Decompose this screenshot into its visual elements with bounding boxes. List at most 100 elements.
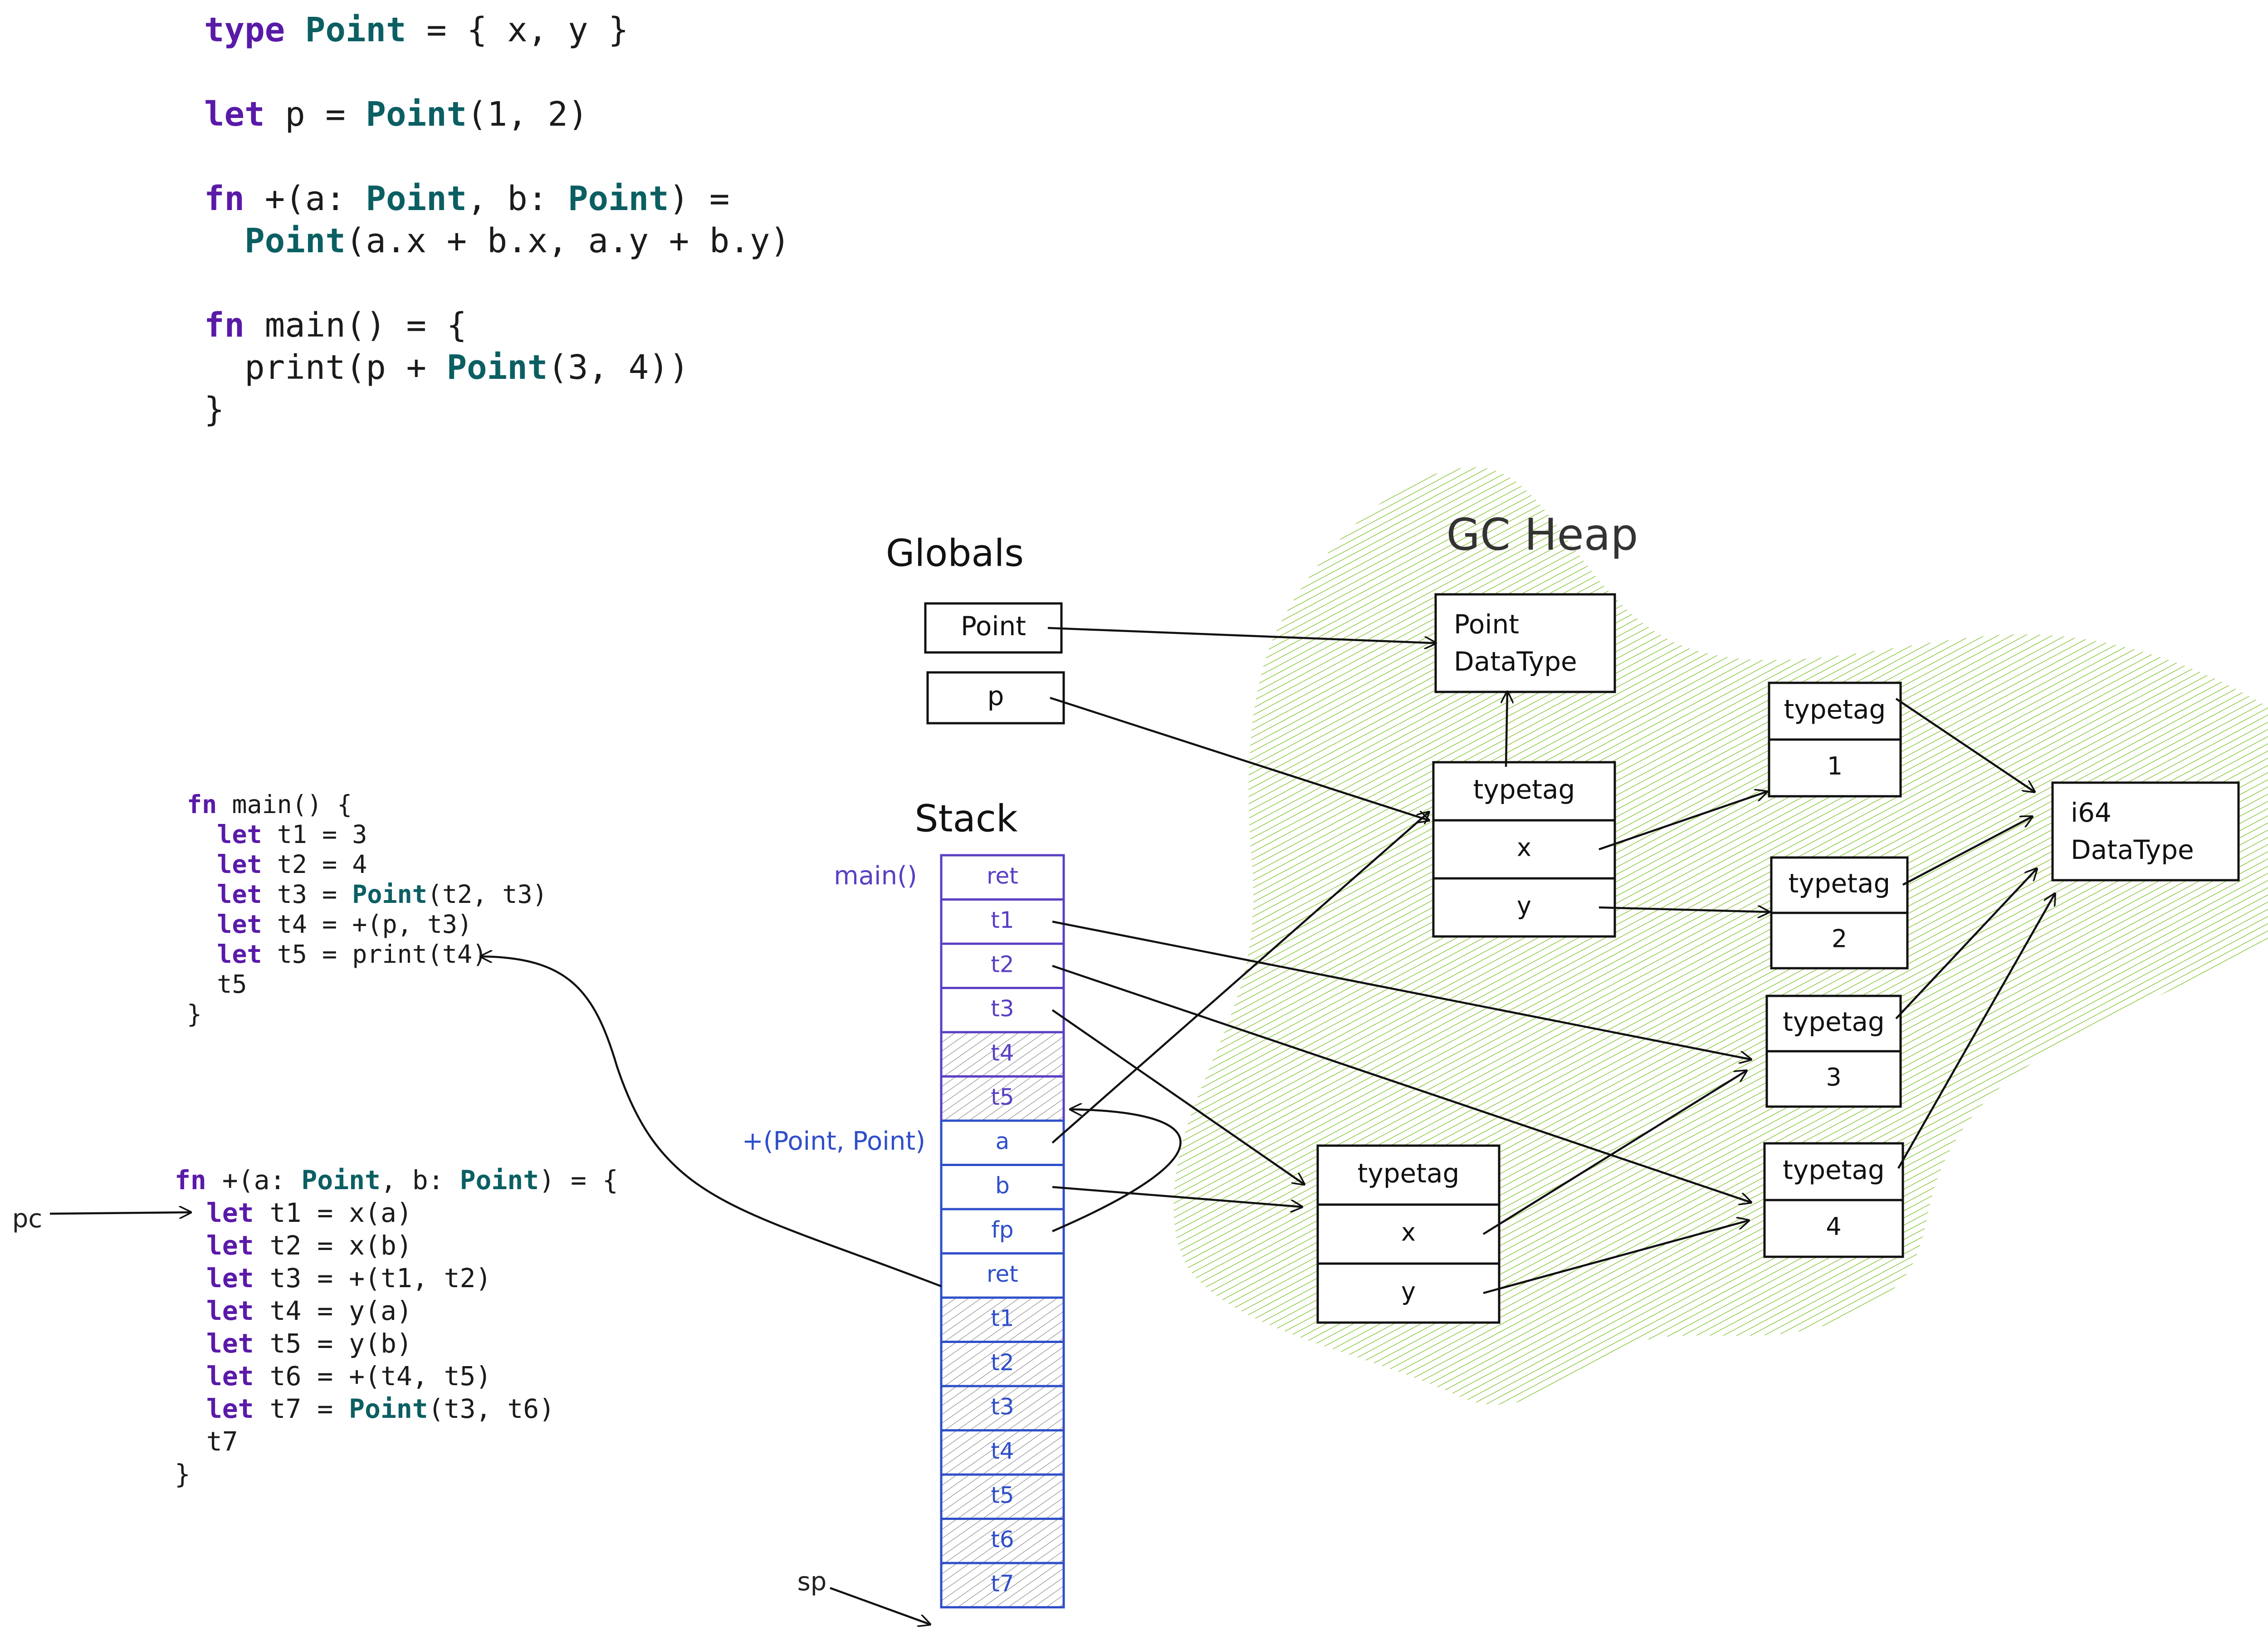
stack-slot-plus-b: b: [940, 1164, 1065, 1211]
code-text: t3 = +(t1, t2): [254, 1263, 492, 1294]
global-slot-point: Point: [924, 602, 1063, 654]
code-type: Point: [244, 221, 346, 260]
stack-slot-label: t3: [991, 995, 1014, 1022]
code-line: let t4 = y(a): [175, 1294, 618, 1327]
code-line: let t6 = +(t4, t5): [175, 1360, 618, 1392]
heap-field-label: typetag: [1784, 694, 1886, 725]
stack-slot-label: fp: [991, 1216, 1013, 1243]
code-line: let t3 = +(t1, t2): [175, 1262, 618, 1294]
code-line: t5: [187, 969, 547, 999]
code-text: }: [187, 1000, 202, 1029]
stack-slot-plus-t3: t3: [940, 1385, 1065, 1431]
stack-slot-plus-t7: t7: [940, 1562, 1065, 1608]
heap-field-label: typetag: [1358, 1158, 1460, 1189]
ref-arrow-stack-plus-b: [1052, 1186, 1302, 1207]
ref-arrow-point-typetag: [1506, 692, 1507, 767]
ref-arrow-global-p: [1050, 696, 1429, 820]
code-keyword: fn: [204, 306, 245, 345]
code-keyword: let: [217, 880, 262, 909]
code-text: t4 = y(a): [254, 1295, 412, 1326]
code-text: (t3, t6): [428, 1393, 555, 1424]
sp-arrow: [830, 1587, 930, 1624]
heap-field-box: [1770, 912, 1909, 970]
ref-arrow-stack-plus-fp: [1052, 1109, 1182, 1232]
stack-slot-plus-ret: ret: [940, 1252, 1065, 1299]
globals-title: Globals: [886, 532, 1024, 575]
code-keyword: let: [206, 1263, 254, 1294]
stack-slot-label: a: [996, 1128, 1010, 1154]
code-type: Point: [366, 95, 467, 134]
code-line: let t7 = Point(t3, t6): [175, 1392, 618, 1425]
code-keyword: fn: [187, 790, 217, 819]
code-line: }: [187, 999, 547, 1029]
code-line: let t5 = y(b): [175, 1327, 618, 1360]
code-line: let p = Point(1, 2): [204, 93, 790, 136]
stack-slot-box: [940, 898, 1065, 945]
code-line: Point(a.x + b.x, a.y + b.y): [204, 220, 790, 262]
code-keyword: let: [206, 1230, 254, 1261]
code-line: let t2 = 4: [187, 849, 547, 879]
code-type: Point: [301, 1165, 381, 1196]
stack-slot-box: [940, 1252, 1065, 1299]
stack-slot-plus-a: a: [940, 1119, 1065, 1166]
stack-slot-label: t5: [991, 1084, 1014, 1110]
heap-field-label: x: [1517, 833, 1531, 862]
code-keyword: let: [204, 95, 265, 134]
code-text: t3 =: [262, 880, 352, 909]
code-text: (t2, t3): [427, 880, 547, 909]
ref-arrow-stack-plus-a: [1051, 812, 1429, 1144]
heap-object-box: [2051, 781, 2240, 882]
code-text: t5 = y(b): [254, 1328, 412, 1359]
code-keyword: let: [206, 1361, 254, 1392]
stack-slot-plus-t1: t1: [940, 1296, 1065, 1343]
code-text: (a.x + b.x, a.y + b.y): [345, 221, 791, 260]
stack-slot-label: ret: [987, 863, 1018, 889]
stack-title: Stack: [914, 797, 1018, 840]
code-text: (3, 4)): [547, 348, 689, 387]
sp-label: sp: [797, 1567, 827, 1597]
code-line: fn main() {: [187, 789, 547, 819]
heap-object-text: DataType: [1454, 646, 1577, 677]
stack-slot-main-ret: ret: [940, 854, 1065, 901]
stack-slot-label: t1: [991, 907, 1014, 933]
heap-field-box: [1316, 1203, 1501, 1265]
ref-arrow-point34-x: [1482, 1071, 1746, 1235]
stack-slot-main-t3: t3: [940, 987, 1065, 1034]
code-keyword: let: [206, 1295, 254, 1326]
code-text: t2 = x(b): [254, 1230, 412, 1261]
code-line: type Point = { x, y }: [204, 9, 790, 51]
code-text: t7 =: [254, 1393, 349, 1424]
code-type: Point: [567, 179, 669, 218]
heap-field-box: [1316, 1262, 1501, 1324]
global-slot-p: p: [926, 671, 1065, 725]
heap-object-text: Point: [1454, 609, 1519, 640]
code-keyword: fn: [175, 1165, 206, 1196]
stack-slot-main-t2: t2: [940, 942, 1065, 989]
code-text: }: [204, 390, 225, 429]
code-text: print(p +: [204, 348, 447, 387]
code-text: main() {: [217, 790, 352, 819]
ref-arrow-int3-typetag: [1895, 869, 2037, 1019]
stack-frame-label-main: main(): [834, 861, 917, 891]
code-keyword: let: [206, 1393, 254, 1424]
global-slot-box: [926, 671, 1065, 725]
heap-field-box: [1765, 995, 1902, 1053]
heap-field-box: [1432, 761, 1616, 822]
code-type: Point: [446, 348, 548, 387]
stack-slot-plus-t2: t2: [940, 1341, 1065, 1387]
code-type: Point: [349, 1393, 428, 1424]
source-code: type Point = { x, y } let p = Point(1, 2…: [204, 9, 790, 431]
heap-field-box: [1432, 819, 1616, 880]
stack-frame-label-plus: +(Point, Point): [742, 1127, 925, 1156]
code-keyword: type: [204, 10, 285, 49]
code-text: t1 = 3: [262, 820, 367, 849]
code-line: }: [204, 389, 790, 431]
stack-slot-box: [940, 1341, 1065, 1387]
code-text: t7: [175, 1426, 238, 1457]
code-text: t4 = +(p, t3): [262, 910, 473, 939]
